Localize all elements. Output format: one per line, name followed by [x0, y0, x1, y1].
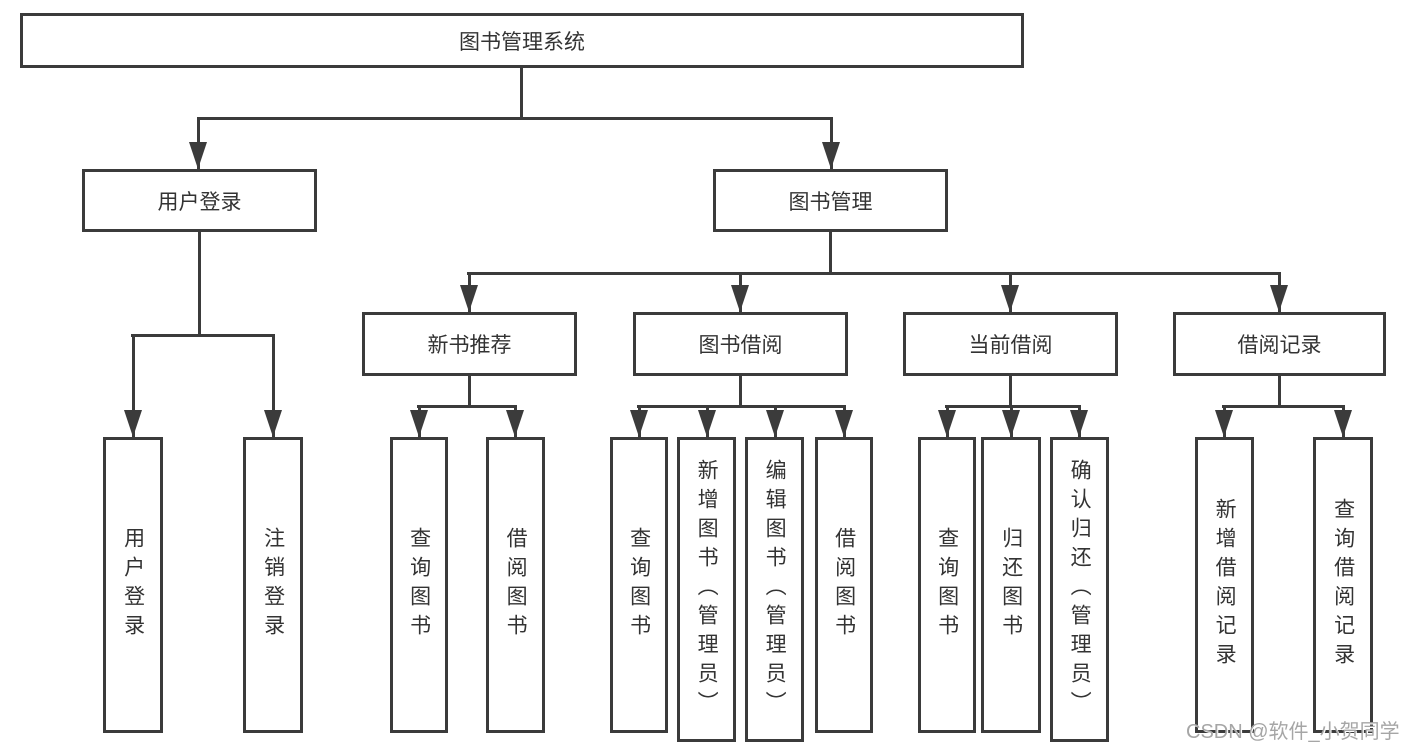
connector-line: [829, 232, 832, 273]
node-label: 新书推荐: [427, 334, 512, 357]
leaf-user-login: 用户登录: [103, 437, 163, 733]
connector-line: [1009, 376, 1012, 406]
leaf-br-add-record: 新增借阅记录: [1195, 437, 1254, 733]
node-label: 图书借阅: [698, 334, 783, 357]
connector-line: [637, 405, 846, 408]
arrowhead: [766, 410, 784, 437]
arrowhead: [264, 410, 282, 437]
arrowhead: [506, 410, 524, 437]
connector-line: [468, 376, 471, 406]
node-new-book-recommend: 新书推荐: [362, 312, 577, 376]
node-label: 查询图书: [935, 527, 959, 643]
leaf-cb-confirm-return-admin: 确认归还（管理员）: [1050, 437, 1109, 742]
arrowhead: [1002, 410, 1020, 437]
node-current-borrow: 当前借阅: [903, 312, 1118, 376]
node-label: 用户登录: [121, 527, 145, 643]
arrowhead: [1070, 410, 1088, 437]
connector-line: [417, 405, 517, 408]
arrowhead: [835, 410, 853, 437]
node-borrow-records: 借阅记录: [1173, 312, 1386, 376]
leaf-nb-borrow-books: 借阅图书: [486, 437, 545, 733]
arrowhead: [822, 142, 840, 169]
node-library-management-system: 图书管理系统: [20, 13, 1024, 68]
leaf-bb-query-books: 查询图书: [610, 437, 668, 733]
node-label: 归还图书: [999, 527, 1023, 643]
arrowhead: [630, 410, 648, 437]
leaf-bb-add-book-admin: 新增图书（管理员）: [677, 437, 736, 742]
arrowhead: [124, 410, 142, 437]
node-label: 图书管理系统: [459, 30, 585, 54]
connector-line: [132, 334, 135, 437]
leaf-cb-return-books: 归还图书: [981, 437, 1041, 733]
arrowhead: [410, 410, 428, 437]
leaf-cb-query-books: 查询图书: [918, 437, 976, 733]
arrowhead: [698, 410, 716, 437]
arrowhead: [1001, 285, 1019, 312]
node-label: 借阅图书: [832, 527, 856, 643]
node-label: 借阅记录: [1237, 334, 1322, 357]
arrowhead: [1270, 285, 1288, 312]
arrowhead: [1215, 410, 1233, 437]
connector-line: [1278, 376, 1281, 406]
node-label: 图书管理: [788, 190, 873, 214]
watermark: CSDN @软件_小贺同学: [1186, 721, 1400, 743]
arrowhead: [1334, 410, 1352, 437]
connector-line: [467, 272, 1281, 275]
node-label: 查询借阅记录: [1331, 498, 1355, 672]
leaf-nb-query-books: 查询图书: [390, 437, 448, 733]
connector-line: [1222, 405, 1344, 408]
leaf-br-query-record: 查询借阅记录: [1313, 437, 1373, 733]
connector-line: [945, 405, 1081, 408]
node-label: 查询图书: [627, 527, 651, 643]
node-book-management: 图书管理: [713, 169, 948, 232]
connector-line: [198, 232, 201, 335]
arrowhead: [938, 410, 956, 437]
arrowhead: [189, 142, 207, 169]
connector-line: [197, 117, 833, 120]
connector-line: [272, 334, 275, 437]
leaf-logout: 注销登录: [243, 437, 303, 733]
node-label: 确认归还（管理员）: [1068, 459, 1092, 720]
node-label: 新增借阅记录: [1213, 498, 1237, 672]
node-label: 注销登录: [261, 527, 285, 643]
node-label: 查询图书: [407, 527, 431, 643]
node-book-borrow: 图书借阅: [633, 312, 848, 376]
node-label: 新增图书（管理员）: [695, 459, 719, 720]
connector-line: [131, 334, 274, 337]
connector-line: [739, 376, 742, 406]
node-user-login: 用户登录: [82, 169, 317, 232]
leaf-bb-edit-book-admin: 编辑图书（管理员）: [745, 437, 804, 742]
leaf-bb-borrow-books: 借阅图书: [815, 437, 873, 733]
arrowhead: [460, 285, 478, 312]
connector-line: [520, 68, 523, 118]
arrowhead: [731, 285, 749, 312]
node-label: 编辑图书（管理员）: [763, 459, 787, 720]
node-label: 当前借阅: [968, 334, 1053, 357]
node-label: 借阅图书: [504, 527, 528, 643]
node-label: 用户登录: [157, 190, 242, 214]
